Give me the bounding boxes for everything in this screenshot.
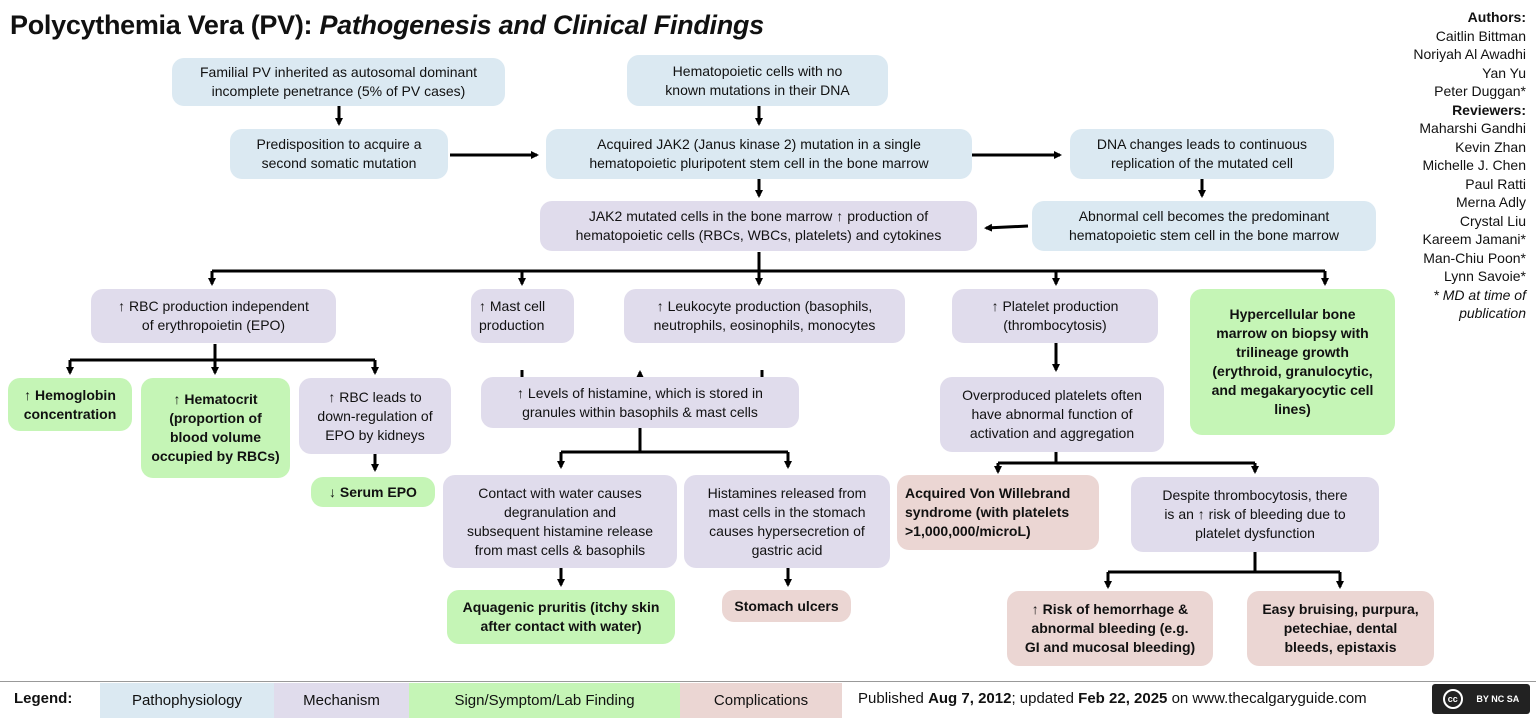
- branch-rbc: [70, 344, 375, 362]
- hematopoietic-no-mutation-box: Hematopoietic cells with no known mutati…: [627, 55, 888, 106]
- water-contact-box: Contact with water causes degranulation …: [443, 475, 677, 568]
- branch-main: [212, 252, 1325, 273]
- serum-epo-box: ↓ Serum EPO: [311, 477, 435, 507]
- legend-bar: [0, 681, 1536, 718]
- reviewer-name: Paul Ratti: [1465, 175, 1526, 192]
- reviewer-name: Kareem Jamani*: [1422, 231, 1527, 247]
- histamine-stomach-box: Histamines released from mast cells in t…: [684, 475, 890, 568]
- mast-cell-production-box: ↑ Mast cell production: [471, 289, 574, 343]
- hemorrhage-risk-box: ↑ Risk of hemorrhage & abnormal bleeding…: [1007, 591, 1213, 666]
- arrow-abnormal-cells: [984, 223, 1029, 232]
- easy-bruising-box: Easy bruising, purpura, petechiae, denta…: [1247, 591, 1434, 666]
- despite-thrombocytosis-box: Despite thrombocytosis, there is an ↑ ri…: [1131, 477, 1379, 552]
- von-willebrand-box: Acquired Von Willebrand syndrome (with p…: [897, 475, 1099, 550]
- md-note: * MD at time of publication: [1433, 286, 1526, 322]
- platelet-production-box: ↑ Platelet production (thrombocytosis): [952, 289, 1158, 343]
- familial-pv-box: Familial PV inherited as autosomal domin…: [172, 58, 505, 106]
- author-name: Yan Yu: [1482, 64, 1526, 81]
- legend-sign-symptom: Sign/Symptom/Lab Finding: [409, 683, 680, 718]
- reviewer-name: Merna Adly: [1455, 194, 1526, 210]
- reviewers-heading: Reviewers:: [1452, 101, 1526, 118]
- published-prefix: Published: [858, 690, 929, 707]
- page-title: Polycythemia Vera (PV): Pathogenesis and…: [10, 10, 764, 41]
- legend-label: Legend:: [14, 690, 73, 707]
- reviewer-name: Michelle J. Chen: [1422, 157, 1527, 173]
- author-name: Caitlin Bittman: [1435, 27, 1526, 44]
- branch-histamine: [561, 428, 788, 454]
- cc-icon: cc: [1442, 689, 1463, 709]
- author-name: Noriyah Al Awadhi: [1413, 46, 1526, 62]
- aquagenic-pruritis-box: Aquagenic pruritis (itchy skin after con…: [447, 590, 675, 644]
- jak2-mutated-cells-box: JAK2 mutated cells in the bone marrow ↑ …: [540, 201, 977, 251]
- stomach-ulcers-box: Stomach ulcers: [722, 590, 851, 622]
- reviewer-name: Crystal Liu: [1459, 212, 1526, 229]
- overproduced-platelets-box: Overproduced platelets often have abnorm…: [940, 377, 1164, 452]
- updated-prefix: ; updated: [1011, 690, 1079, 707]
- predisposition-box: Predisposition to acquire a second somat…: [230, 129, 448, 179]
- license-text: BY NC SA: [1476, 694, 1520, 704]
- histamine-levels-box: ↑ Levels of histamine, which is stored i…: [481, 377, 799, 428]
- branch-platelets: [998, 452, 1255, 465]
- hypercellular-marrow-box: Hypercellular bone marrow on biopsy with…: [1190, 289, 1395, 435]
- rbc-epo-downregulation-box: ↑ RBC leads to down-regulation of EPO by…: [299, 378, 451, 454]
- branch-despite: [1108, 552, 1340, 574]
- authors-heading: Authors:: [1467, 9, 1526, 25]
- abnormal-cell-box: Abnormal cell becomes the predominant he…: [1032, 201, 1376, 251]
- updated-date: Feb 22, 2025: [1078, 690, 1168, 707]
- jak2-acquired-box: Acquired JAK2 (Janus kinase 2) mutation …: [546, 129, 972, 179]
- hemoglobin-box: ↑ Hemoglobin concentration: [8, 378, 132, 431]
- creative-commons-license-icon[interactable]: cc BY NC SA: [1432, 684, 1530, 714]
- title-subtitle: Pathogenesis and Clinical Findings: [319, 10, 764, 40]
- site-link[interactable]: on www.thecalgaryguide.com: [1167, 690, 1367, 707]
- hematocrit-box: ↑ Hematocrit (proportion of blood volume…: [141, 378, 290, 478]
- published-date: Aug 7, 2012: [928, 690, 1012, 707]
- title-main: Polycythemia Vera (PV):: [10, 10, 320, 40]
- reviewer-name: Man-Chiu Poon*: [1423, 249, 1526, 266]
- legend-complications: Complications: [680, 683, 842, 718]
- rbc-production-box: ↑ RBC production independent of erythrop…: [91, 289, 336, 343]
- reviewer-name: Kevin Zhan: [1455, 138, 1526, 155]
- reviewer-name: Maharshi Gandhi: [1419, 120, 1526, 136]
- authors-panel: Authors: Caitlin Bittman Noriyah Al Awad…: [1326, 8, 1526, 323]
- leukocyte-production-box: ↑ Leukocyte production (basophils, neutr…: [624, 289, 905, 343]
- reviewer-name: Lynn Savoie*: [1444, 268, 1526, 284]
- author-name: Peter Duggan*: [1434, 83, 1526, 99]
- legend-pathophysiology: Pathophysiology: [100, 683, 274, 718]
- published-info: Published Aug 7, 2012; updated Feb 22, 2…: [858, 690, 1367, 707]
- legend-mechanism: Mechanism: [274, 683, 409, 718]
- dna-changes-box: DNA changes leads to continuous replicat…: [1070, 129, 1334, 179]
